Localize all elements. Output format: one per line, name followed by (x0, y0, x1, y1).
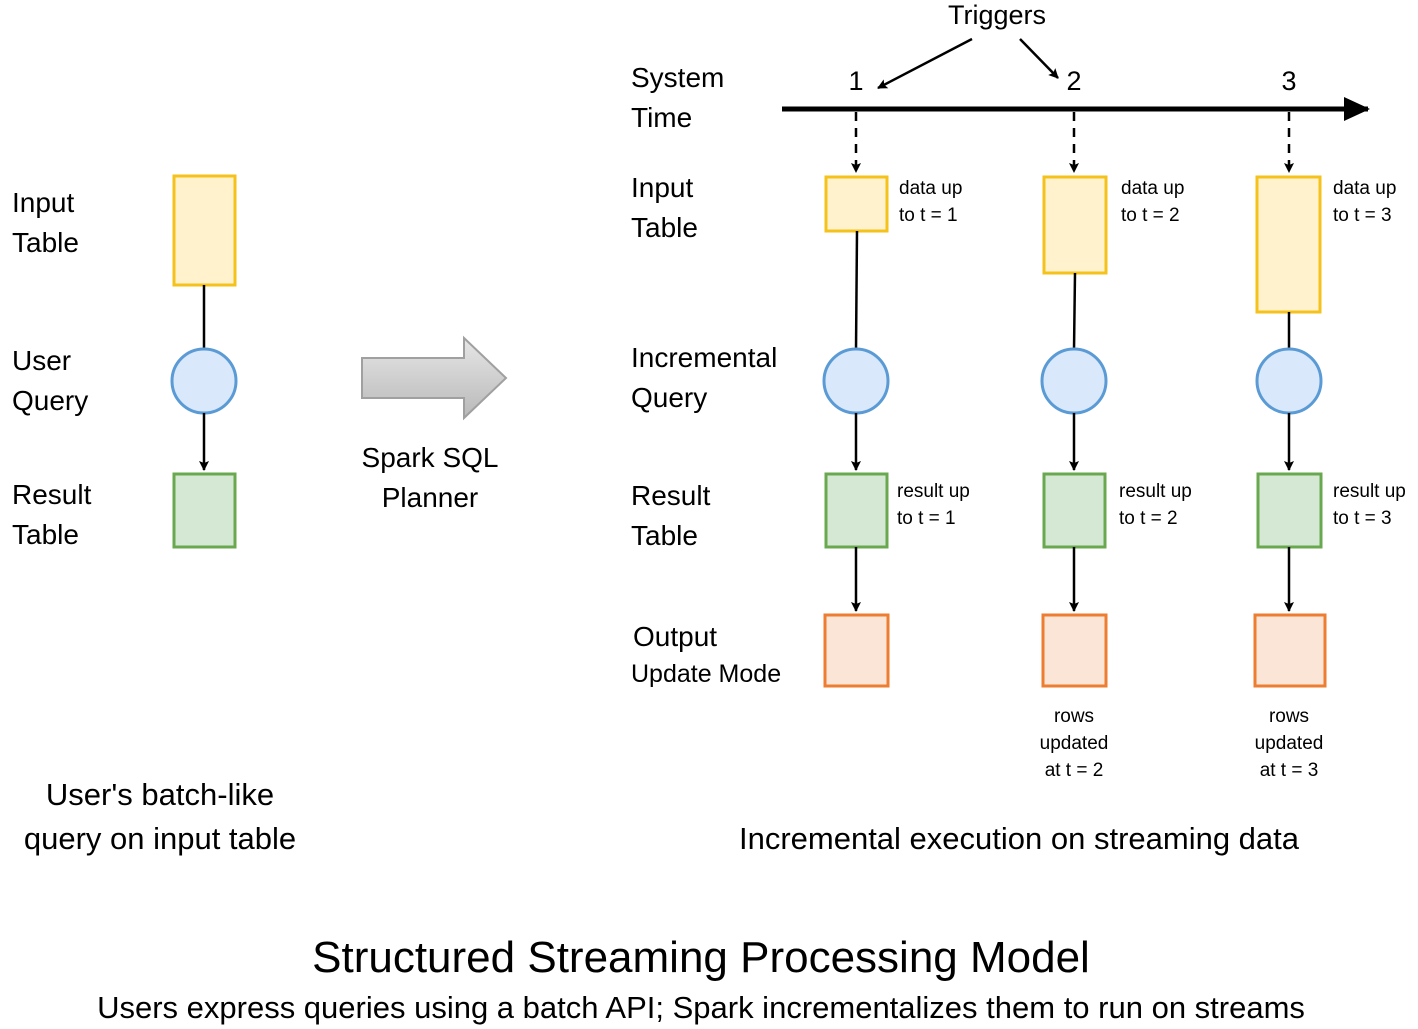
time-tick-1: 1 (848, 66, 863, 96)
footer: Structured Streaming Processing Model Us… (97, 933, 1305, 1025)
left-caption-line1: User's batch-like (46, 777, 274, 812)
col2-result-note-line1: result up (1119, 481, 1192, 502)
left-input-table-box (172, 174, 237, 287)
trigger-arrow-2 (1019, 38, 1059, 79)
left-caption-line2: query on input table (24, 821, 296, 856)
right-input-table-label-line2: Table (631, 212, 698, 243)
incremental-query-label-line1: Incremental (631, 342, 777, 373)
col2-data-note-line2: to t = 2 (1121, 205, 1180, 226)
col1-query-node (822, 347, 890, 415)
col2-result-table-box (1042, 472, 1107, 549)
col3-data-note-line1: data up (1333, 178, 1396, 199)
trigger-column-2: data up to t = 2 result up to t = 2 rows… (1040, 112, 1192, 781)
left-input-table-label-line2: Table (12, 227, 79, 258)
col3-query-node (1255, 347, 1323, 415)
left-user-query-label-line2: Query (12, 385, 88, 416)
col3-rows-note-line2: updated (1255, 733, 1324, 754)
trigger-column-3: data up to t = 3 result up to t = 3 rows… (1253, 112, 1406, 781)
col2-rows-note-line1: rows (1054, 706, 1094, 727)
col3-result-note-line1: result up (1333, 481, 1406, 502)
col1-result-note-line1: result up (897, 481, 970, 502)
col1-result-table-box (824, 472, 889, 549)
system-time-label-line1: System (631, 62, 724, 93)
col1-output-box (823, 613, 890, 688)
output-label: Output (633, 621, 717, 652)
col3-result-table-box (1256, 472, 1323, 549)
col2-result-note-line2: to t = 2 (1119, 508, 1178, 529)
left-user-query-label-line1: User (12, 345, 71, 376)
right-input-table-label-line1: Input (631, 172, 693, 203)
right-result-table-label-line1: Result (631, 480, 711, 511)
col1-input-to-query-line (854, 230, 859, 351)
col2-data-note-line1: data up (1121, 178, 1184, 199)
left-result-table-label-line2: Table (12, 519, 79, 550)
triggers-label: Triggers (948, 0, 1046, 30)
col1-data-note-line2: to t = 1 (899, 205, 958, 226)
col1-result-note-line2: to t = 1 (897, 508, 956, 529)
planner-label-line2: Planner (382, 482, 479, 513)
col2-input-to-query-line (1072, 272, 1077, 351)
left-result-table-box (172, 472, 237, 549)
incremental-query-label-line2: Query (631, 382, 707, 413)
col3-input-table-box (1255, 175, 1322, 314)
col2-rows-note-line3: at t = 2 (1045, 760, 1104, 781)
system-time-label-line2: Time (631, 102, 692, 133)
col2-rows-note-line2: updated (1040, 733, 1109, 754)
planner: Spark SQL Planner (361, 335, 508, 513)
left-input-table-label-line1: Input (12, 187, 74, 218)
col3-result-note-line2: to t = 3 (1333, 508, 1392, 529)
planner-arrow-shape (361, 335, 508, 421)
trigger-arrow-1 (877, 37, 973, 90)
col3-data-note-line2: to t = 3 (1333, 205, 1392, 226)
trigger-column-1: data up to t = 1 result up to t = 1 (822, 112, 970, 688)
col1-input-table-box (824, 175, 889, 233)
time-tick-2: 2 (1066, 66, 1081, 96)
output-mode-label: Update Mode (631, 660, 781, 688)
col2-query-node (1040, 347, 1108, 415)
col2-input-table-box (1042, 175, 1108, 275)
diagram-title: Structured Streaming Processing Model (312, 933, 1090, 982)
col3-output-box (1253, 613, 1327, 688)
right-result-table-label-line2: Table (631, 520, 698, 551)
diagram-subtitle: Users express queries using a batch API;… (97, 990, 1305, 1025)
col1-data-note-line1: data up (899, 178, 962, 199)
col2-output-box (1041, 613, 1108, 688)
left-result-table-label-line1: Result (12, 479, 92, 510)
left-user-query-node (170, 347, 238, 415)
col3-rows-note-line1: rows (1269, 706, 1309, 727)
right-panel: Triggers System Time Input Table Increme… (631, 0, 1406, 856)
right-caption: Incremental execution on streaming data (739, 821, 1300, 856)
planner-label-line1: Spark SQL (362, 442, 499, 473)
col3-rows-note-line3: at t = 3 (1260, 760, 1319, 781)
time-tick-3: 3 (1281, 66, 1296, 96)
left-panel: Input Table User Query Result Table User… (12, 174, 296, 856)
